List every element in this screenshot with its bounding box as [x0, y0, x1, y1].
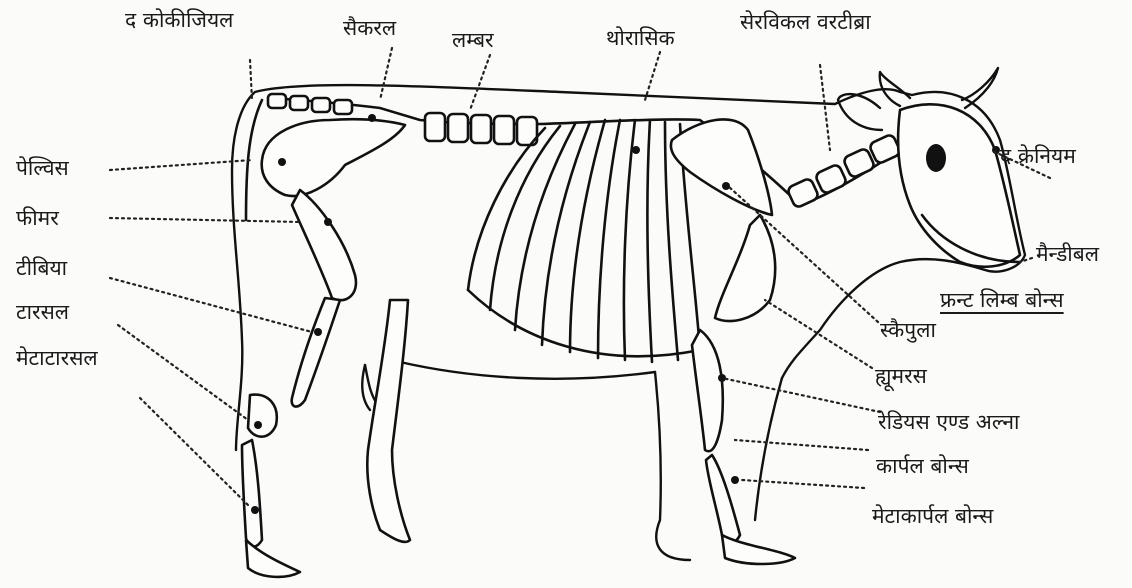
leader-cervical [820, 65, 830, 150]
label-mandible: मैन्डीबल [1036, 244, 1099, 265]
eye-socket [926, 144, 946, 172]
label-cranium: द क्रेनियम [1000, 146, 1076, 167]
radius-ulna-bone [692, 330, 723, 451]
femur-bone [292, 190, 356, 300]
label-pelvis: पेल्विस [16, 158, 69, 179]
leader-thoracic [645, 52, 660, 100]
leader-femur [110, 218, 300, 222]
label-radius-ulna: रेडियस एण्ड अल्ना [878, 412, 1019, 433]
tibia-bone [292, 298, 340, 407]
leader-sacral [380, 48, 392, 100]
leader-humerus [765, 300, 872, 368]
label-lumbar: लम्बर [452, 30, 494, 51]
leader-tarsal [118, 325, 248, 420]
label-scapula: स्कैपुला [880, 320, 936, 341]
label-humerus: ह्यूमरस [875, 366, 927, 387]
label-metacarpal: मेटाकार्पल बोन्स [872, 506, 993, 527]
fore-metacarpal-bone [706, 455, 740, 543]
label-sacral: सैकरल [343, 18, 396, 39]
leader-radius-ulna [722, 378, 880, 412]
label-femur: फीमर [16, 208, 59, 229]
tarsal-bone [248, 395, 277, 437]
label-coccygeal: द कोकीजियल [125, 10, 233, 31]
label-tarsal: टारसल [16, 302, 69, 323]
label-cervical: सेरविकल वरटीब्रा [740, 12, 871, 33]
skull-bone [898, 104, 1020, 266]
leader-tibia [110, 278, 312, 332]
leader-metatarsal [140, 398, 248, 505]
humerus-bone [715, 215, 775, 321]
label-thoracic: थोरासिक [606, 28, 675, 49]
leader-lumbar [470, 55, 490, 110]
label-metatarsal: मेटाटारसल [16, 348, 98, 369]
label-tibia: टीबिया [16, 258, 67, 279]
hind-hoof [246, 540, 300, 577]
pelvis-bone [262, 119, 405, 196]
leader-pelvis [110, 160, 252, 170]
label-front-limb-bones: फ्रन्ट लिम्ब बोन्स [940, 290, 1064, 311]
second-hind-leg [367, 300, 410, 542]
metatarsal-bone [242, 440, 262, 547]
horn-shape [962, 68, 998, 108]
rib-cage [468, 120, 700, 362]
fore-hoof [722, 535, 795, 564]
cervical-vertebrae [787, 134, 902, 209]
lumbar-vertebrae [425, 113, 537, 145]
leader-carpal [735, 440, 868, 450]
label-carpal: कार्पल बोन्स [876, 456, 969, 477]
